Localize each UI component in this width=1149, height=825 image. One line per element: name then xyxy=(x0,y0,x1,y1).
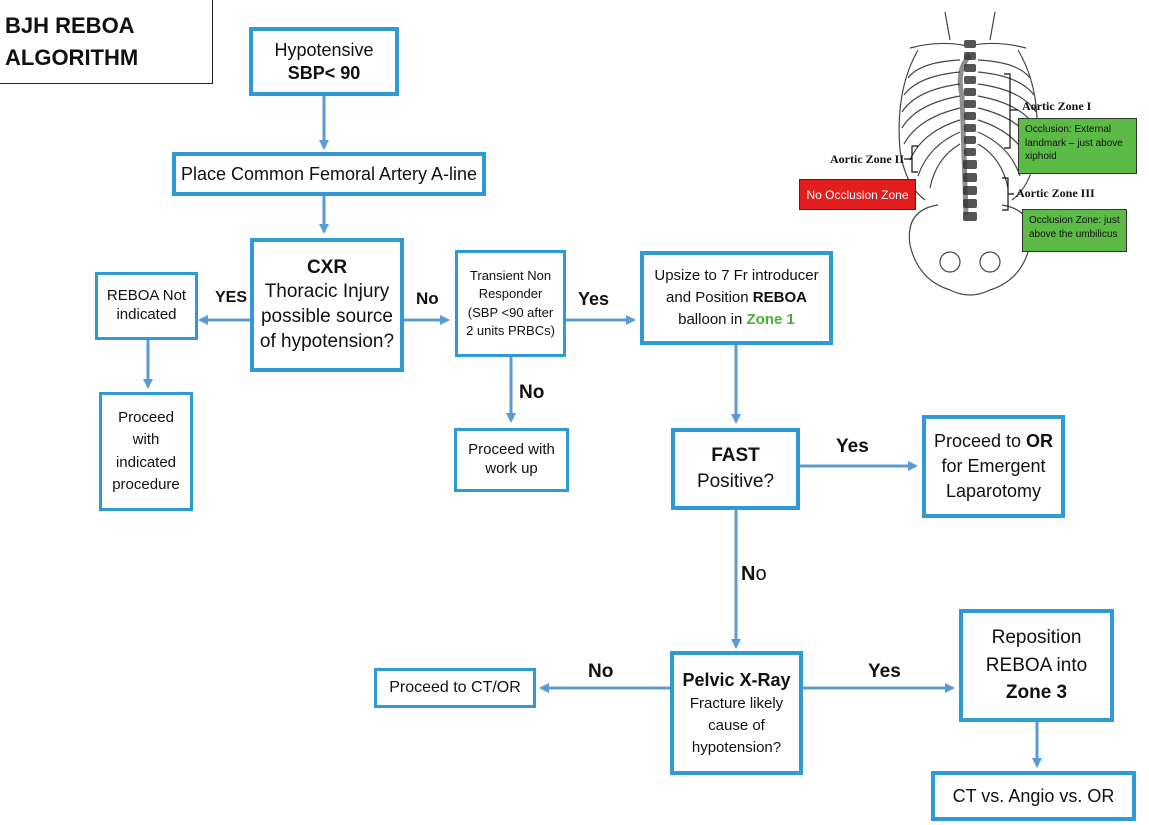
upsize-line-2-text: and Position xyxy=(666,289,753,307)
ct-angio-label: CT vs. Angio vs. OR xyxy=(952,785,1115,806)
node-proceed-indicated: Proceed with indicated procedure xyxy=(99,392,193,511)
zone-1-occlusion-box: Occlusion: External landmark – just abov… xyxy=(1018,118,1137,174)
node-proceed-ct-or: Proceed to CT/OR xyxy=(374,668,536,708)
label-transient-yes: Yes xyxy=(578,289,610,309)
label-transient-no: No xyxy=(519,382,545,403)
title-line-1: BJH REBOA xyxy=(5,13,135,38)
transient-line-3: (SBP <90 after xyxy=(467,304,554,320)
proceed-or-text: Proceed to xyxy=(933,430,1027,451)
cxr-heading: CXR xyxy=(306,256,348,278)
proceed-or-line-3: Laparotomy xyxy=(945,481,1042,502)
label-pelvic-no: No xyxy=(588,661,614,682)
node-femoral-aline: Place Common Femoral Artery A-line xyxy=(172,152,486,196)
upsize-reboa: REBOA xyxy=(752,289,807,307)
transient-line-2: Responder xyxy=(478,286,543,302)
transient-line-4: 2 units PRBCs) xyxy=(466,322,555,338)
label-fast-yes: Yes xyxy=(836,436,869,457)
zone-3-occlusion-box: Occlusion Zone: just above the umbilicus xyxy=(1022,209,1127,252)
workup-line-2: work up xyxy=(485,460,538,477)
zone-1-label: Aortic Zone I xyxy=(1022,99,1092,113)
proceed-indicated-line-1: Proceed xyxy=(118,408,174,426)
sbp-threshold: SBP< 90 xyxy=(287,62,361,83)
cxr-line-1: Thoracic Injury xyxy=(264,281,390,303)
reboa-not-line-2: indicated xyxy=(116,306,177,323)
proceed-indicated-line-3: indicated xyxy=(115,453,177,471)
workup-line-1: Proceed with xyxy=(468,441,555,459)
upsize-line-1: Upsize to 7 Fr introducer xyxy=(654,267,819,285)
node-hypotensive: Hypotensive SBP< 90 xyxy=(249,27,399,96)
transient-line-1: Transient Non xyxy=(469,268,552,284)
pelvic-line-2: cause of xyxy=(708,717,765,735)
upsize-line-3-text: balloon in xyxy=(678,310,747,328)
proceed-or-line-2: for Emergent xyxy=(941,455,1046,476)
node-upsize-introducer: Upsize to 7 Fr introducer and Position R… xyxy=(640,251,833,345)
fast-line-1: Positive? xyxy=(696,471,775,492)
node-fast: FAST Positive? xyxy=(671,428,800,510)
no-occlusion-zone-box: No Occlusion Zone xyxy=(799,179,916,210)
node-reposition-reboa: Reposition REBOA into Zone 3 xyxy=(959,609,1114,722)
femoral-label: Place Common Femoral Artery A-line xyxy=(180,163,478,184)
reboa-not-line-1: REBOA Not xyxy=(106,287,187,305)
proceed-or-line-1: Proceed to OR xyxy=(934,429,1053,454)
upsize-line-2: and Position REBOA xyxy=(666,287,807,309)
pelvic-line-1: Fracture likely xyxy=(689,695,784,713)
node-reboa-not-indicated: REBOA Not indicated xyxy=(95,272,198,340)
aorta-anatomy-figure: Aortic Zone I Aortic Zone II Aortic Zone… xyxy=(790,0,1145,310)
node-cxr: CXR Thoracic Injury possible source of h… xyxy=(250,238,404,372)
reposition-zone-3: Zone 3 xyxy=(1005,682,1068,704)
pelvic-line-3: hypotension? xyxy=(691,738,782,756)
proceed-ct-label: Proceed to CT/OR xyxy=(389,679,521,696)
node-ct-angio-or: CT vs. Angio vs. OR xyxy=(931,771,1136,821)
label-fast-no-bold: N xyxy=(741,563,756,585)
label-cxr-no: No xyxy=(416,289,439,308)
node-proceed-workup: Proceed with work up xyxy=(454,428,569,492)
zone-3-label: Aortic Zone III xyxy=(1016,186,1095,200)
label-cxr-yes: YES xyxy=(215,289,248,306)
label-fast-no-rest: o xyxy=(755,563,767,585)
reposition-line-1: Reposition xyxy=(991,627,1082,649)
proceed-indicated-line-2: with xyxy=(132,431,160,448)
hypotensive-label: Hypotensive xyxy=(274,40,374,60)
proceed-or-bold: OR xyxy=(1026,430,1054,451)
proceed-indicated-line-4: procedure xyxy=(112,476,180,493)
label-pelvic-yes: Yes xyxy=(868,661,901,682)
node-pelvic-xray: Pelvic X-Ray Fracture likely cause of hy… xyxy=(670,651,803,775)
cxr-line-3: of hypotension? xyxy=(259,330,395,352)
zone-2-label: Aortic Zone II xyxy=(830,152,904,166)
fast-heading: FAST xyxy=(711,445,760,467)
node-proceed-or: Proceed to OR for Emergent Laparotomy xyxy=(922,415,1065,518)
upsize-zone-1: Zone 1 xyxy=(746,310,795,328)
skeleton-illustration xyxy=(898,11,1038,296)
upsize-line-3: balloon in Zone 1 xyxy=(678,309,795,331)
diagram-title: BJH REBOA ALGORITHM xyxy=(0,0,213,84)
label-fast-no: No xyxy=(741,563,767,586)
title-line-2: ALGORITHM xyxy=(5,44,139,70)
reposition-line-2: REBOA into xyxy=(985,654,1088,676)
node-transient-non-responder: Transient Non Responder (SBP <90 after 2… xyxy=(455,250,566,357)
pelvic-heading: Pelvic X-Ray xyxy=(682,670,791,691)
cxr-line-2: possible source xyxy=(260,306,394,327)
